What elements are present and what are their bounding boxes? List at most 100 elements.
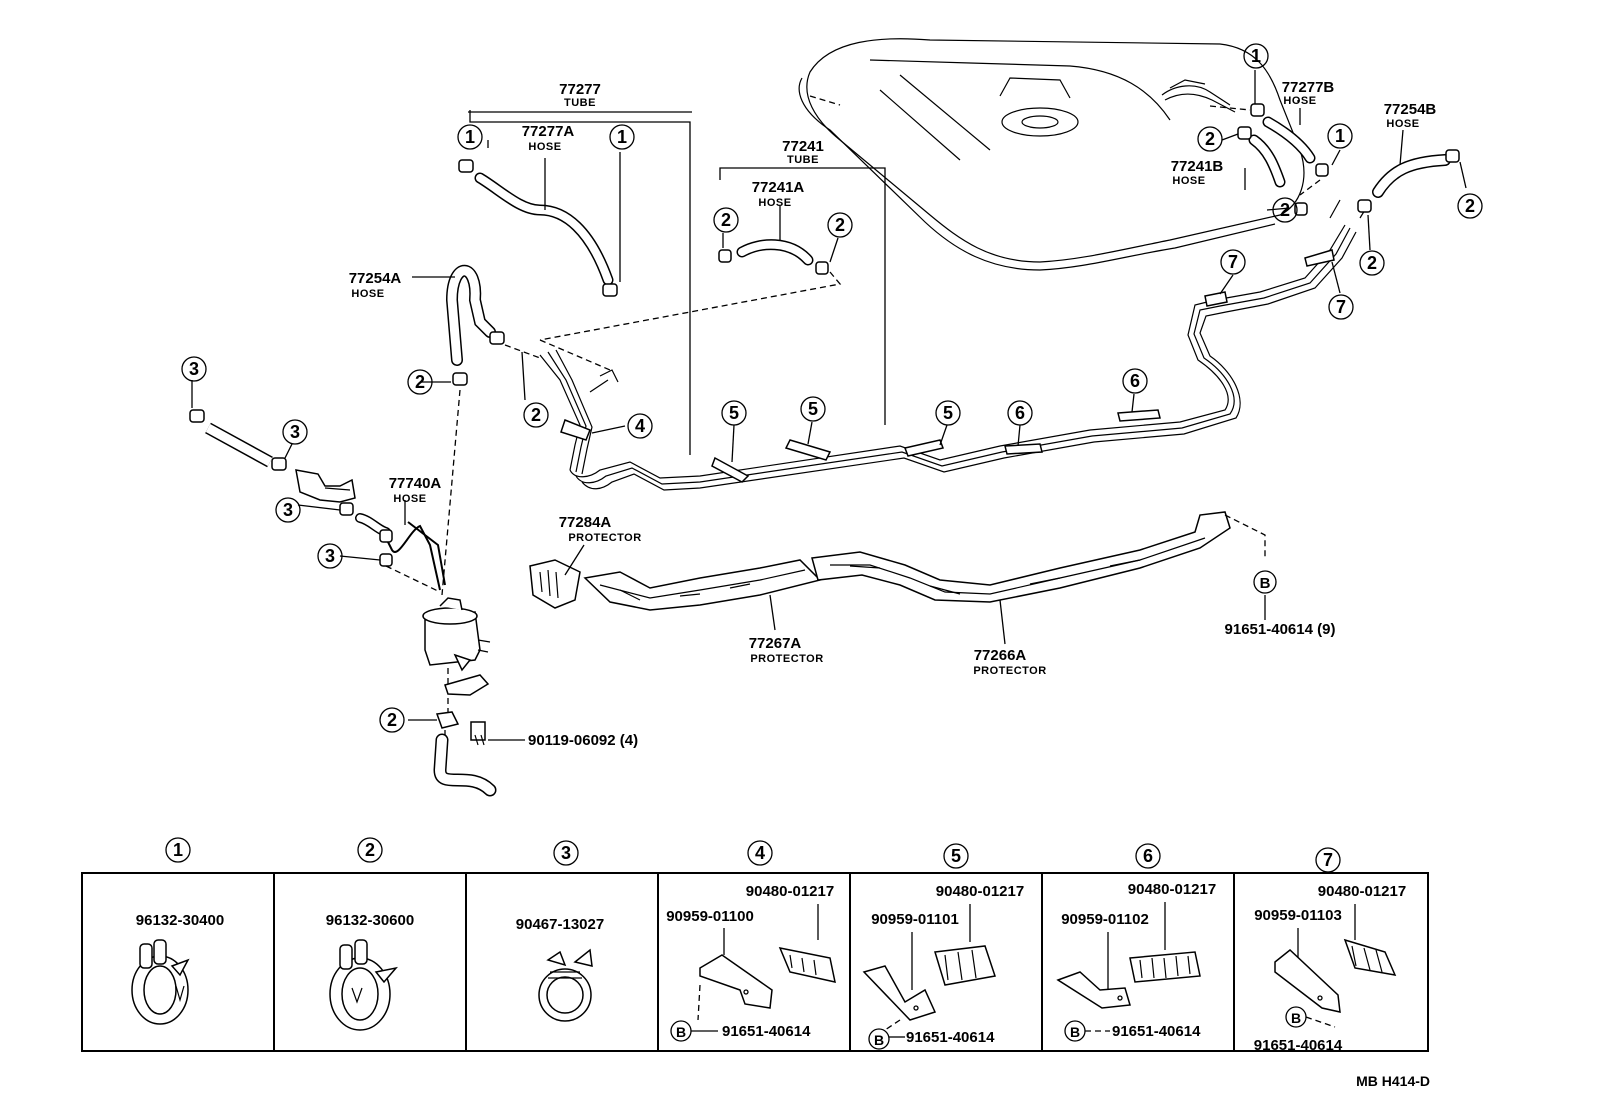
tube-77241-bracket — [719, 167, 886, 425]
pipe-clamp-icon — [1343, 938, 1397, 976]
label-77277A: 77277A — [522, 123, 575, 140]
table-header-7: 7 — [1323, 850, 1333, 870]
callout-1: 1 — [465, 127, 475, 147]
label-77254B: 77254B — [1384, 101, 1437, 118]
table-bolt-4: 91651-40614 — [722, 1023, 811, 1040]
table-bolt-6: 91651-40614 — [1112, 1023, 1201, 1040]
callout-circles: 1 1 1 1 2 2 2 2 2 2 2 2 2 3 3 3 3 4 5 5 … — [181, 43, 1483, 733]
part-labels: 77277 TUBE 77277A HOSE 77241 TUBE 77241A… — [349, 79, 1437, 749]
callout-2: 2 — [835, 215, 845, 235]
table-header-6: 6 — [1143, 846, 1153, 866]
label-77740A: 77740A — [389, 475, 442, 492]
callout-7: 7 — [1228, 252, 1238, 272]
callout-2: 2 — [531, 405, 541, 425]
label-77277B-sub: HOSE — [1283, 95, 1316, 107]
label-77241-sub: TUBE — [787, 154, 819, 166]
callout-5: 5 — [808, 399, 818, 419]
fuel-tank-outline — [798, 38, 1305, 271]
callout-2: 2 — [387, 710, 397, 730]
callout-6: 6 — [1015, 403, 1025, 423]
hose-clamp-icon — [329, 939, 398, 1031]
label-77284A: 77284A — [559, 514, 612, 531]
label-77241A: 77241A — [752, 179, 805, 196]
table-header-1: 1 — [173, 840, 183, 860]
label-77277-sub: TUBE — [564, 97, 596, 109]
callout-3: 3 — [189, 359, 199, 379]
table-bracket-6: 90959-01102 — [1061, 911, 1149, 928]
wire-clamp-icon — [538, 948, 593, 1022]
clip-reference-table: 1 2 3 4 5 6 7 96132-30400 96132-30600 90… — [81, 837, 1429, 1054]
label-91651-40614-9: 91651-40614 (9) — [1225, 621, 1336, 638]
callout-5: 5 — [729, 403, 739, 423]
label-77277A-sub: HOSE — [528, 141, 561, 153]
pipe-clamp-icon — [778, 946, 836, 983]
callout-3: 3 — [290, 422, 300, 442]
label-77740A-sub: HOSE — [393, 493, 426, 505]
label-77241B-sub: HOSE — [1172, 175, 1205, 187]
label-77266A-sub: PROTECTOR — [973, 665, 1046, 677]
bracket-icon — [1274, 949, 1341, 1013]
callout-6: 6 — [1130, 371, 1140, 391]
callout-1: 1 — [1335, 126, 1345, 146]
label-77267A: 77267A — [749, 635, 802, 652]
protector-77267A — [583, 559, 822, 611]
diagram-code: MB H414-D — [1356, 1073, 1430, 1089]
table-bracket-7: 90959-01103 — [1254, 907, 1342, 924]
pipe-clamp-bands — [560, 249, 1335, 483]
callout-2: 2 — [415, 372, 425, 392]
label-77254B-sub: HOSE — [1386, 118, 1419, 130]
label-77241B: 77241B — [1171, 158, 1224, 175]
table-header-5: 5 — [951, 846, 961, 866]
table-header-2: 2 — [365, 840, 375, 860]
table-bolt-7: 91651-40614 — [1254, 1037, 1343, 1054]
hose-77254B — [1357, 149, 1460, 213]
callout-7: 7 — [1336, 297, 1346, 317]
leader-lines — [191, 70, 1467, 741]
table-header-4: 4 — [755, 843, 765, 863]
table-clamp-7: 90480-01217 — [1318, 883, 1406, 900]
callout-3: 3 — [325, 546, 335, 566]
table-header-3: 3 — [561, 843, 571, 863]
label-77277B: 77277B — [1282, 79, 1335, 96]
hose-77241B — [1237, 126, 1321, 216]
bracket-icon — [862, 965, 937, 1021]
table-b-7: B — [1291, 1010, 1301, 1026]
label-77266A: 77266A — [974, 647, 1027, 664]
callout-2: 2 — [1367, 253, 1377, 273]
label-77254A: 77254A — [349, 270, 402, 287]
main-fuel-pipe-bundle — [539, 199, 1369, 491]
callout-b: B — [1260, 575, 1271, 592]
table-b-4: B — [676, 1024, 686, 1040]
table-part-1: 96132-30400 — [136, 912, 224, 929]
protector-77266A — [811, 511, 1266, 603]
callout-1: 1 — [1251, 46, 1261, 66]
tube-77277-bracket — [468, 110, 692, 455]
label-77277: 77277 — [559, 81, 601, 98]
pipe-clamp-icon — [934, 945, 996, 986]
table-part-3: 90467-13027 — [516, 916, 604, 933]
table-clamp-6: 90480-01217 — [1128, 881, 1216, 898]
hose-77277B — [1209, 103, 1329, 177]
label-77254A-sub: HOSE — [351, 288, 384, 300]
label-77284A-sub: PROTECTOR — [568, 532, 641, 544]
label-77267A-sub: PROTECTOR — [750, 653, 823, 665]
callout-3: 3 — [283, 500, 293, 520]
table-bolt-5: 91651-40614 — [906, 1029, 995, 1046]
table-part-2: 96132-30600 — [326, 912, 414, 929]
callout-2: 2 — [1280, 200, 1290, 220]
callout-1: 1 — [617, 127, 627, 147]
hose-77254A — [441, 264, 541, 596]
callout-4: 4 — [635, 416, 645, 436]
pipe-clamp-icon — [1129, 951, 1201, 983]
callout-2: 2 — [721, 210, 731, 230]
label-77241A-sub: HOSE — [758, 197, 791, 209]
hose-77241A — [539, 239, 842, 371]
table-b-6: B — [1070, 1024, 1080, 1040]
label-77241: 77241 — [782, 138, 824, 155]
protector-77284A — [529, 559, 581, 609]
table-clamp-5: 90480-01217 — [936, 883, 1024, 900]
table-b-5: B — [874, 1032, 884, 1048]
label-90119-06092: 90119-06092 (4) — [528, 732, 638, 749]
hose-clamp-icon — [131, 939, 190, 1025]
